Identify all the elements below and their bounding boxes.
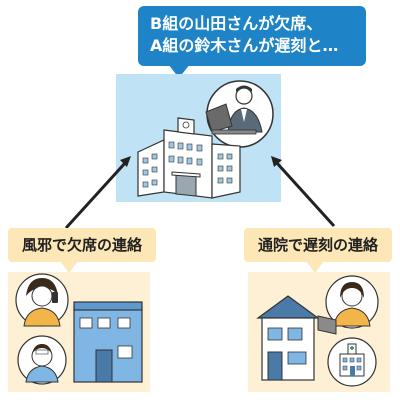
left-caption: 風邪で欠席の連絡 [8,228,156,262]
parent-with-laptop-icon [317,275,379,335]
message-line-2: A組の鈴木さんが遅刻と… [150,36,339,55]
house-icon-2 [256,295,320,381]
arrow-right [271,156,336,228]
sick-child-icon [17,335,67,385]
parent-on-phone-icon [15,273,69,327]
right-caption: 通院で遅刻の連絡 [244,228,392,262]
right-caption-tail [306,261,324,273]
house-icon [73,301,143,383]
school-building-icon [137,117,241,199]
school-panel [116,74,281,202]
sick-absence-scene [8,272,150,392]
hospital-late-scene [248,272,390,392]
hospital-icon [327,337,377,387]
arrow-left [64,156,131,230]
message-line-1: B組の山田さんが欠席、 [150,14,323,33]
message-bubble: B組の山田さんが欠席、 A組の鈴木さんが遅刻と… [138,6,366,66]
left-caption-tail [60,261,78,273]
